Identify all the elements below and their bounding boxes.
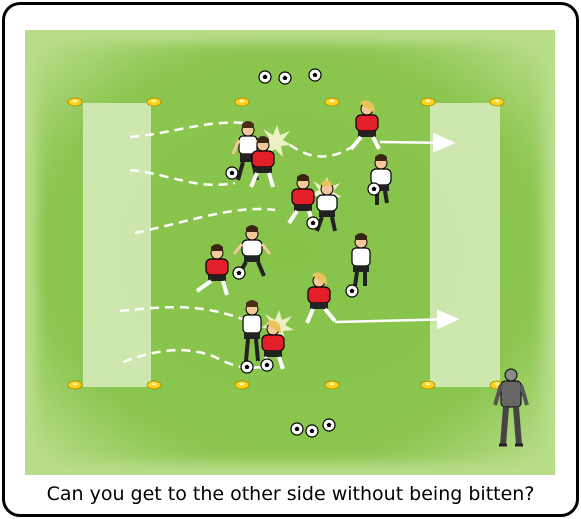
cone-icon bbox=[324, 97, 340, 107]
soccer-ball-icon bbox=[290, 422, 304, 436]
cone-icon bbox=[67, 380, 83, 390]
cone-icon bbox=[146, 97, 162, 107]
soccer-ball-icon bbox=[232, 266, 246, 280]
cone-icon bbox=[324, 380, 340, 390]
cone-icon bbox=[489, 97, 505, 107]
soccer-ball-icon bbox=[260, 358, 274, 372]
player-white-icon bbox=[315, 180, 338, 232]
left-zone bbox=[83, 103, 151, 387]
right-zone bbox=[430, 103, 500, 387]
cone-icon bbox=[234, 97, 250, 107]
soccer-ball-icon bbox=[225, 166, 239, 180]
cone-icon bbox=[420, 380, 436, 390]
player-red-icon bbox=[195, 244, 229, 296]
soccer-ball-icon bbox=[345, 284, 359, 298]
soccer-ball-icon bbox=[308, 68, 322, 82]
arrow-icon bbox=[334, 309, 460, 330]
soccer-ball-icon bbox=[322, 418, 336, 432]
player-red-icon bbox=[349, 100, 381, 151]
soccer-ball-icon bbox=[278, 71, 292, 85]
soccer-ball-icon bbox=[367, 182, 381, 196]
caption: Can you get to the other side without be… bbox=[46, 483, 535, 505]
cone-icon bbox=[67, 97, 83, 107]
soccer-ball-icon bbox=[306, 216, 320, 230]
cone-icon bbox=[146, 380, 162, 390]
player-white-icon bbox=[242, 300, 262, 362]
player-red-icon bbox=[287, 174, 315, 226]
coach-icon bbox=[493, 368, 529, 447]
soccer-ball-icon bbox=[240, 360, 254, 374]
cone-icon bbox=[234, 380, 250, 390]
soccer-ball-icon bbox=[305, 424, 319, 438]
cone-icon bbox=[420, 97, 436, 107]
arrow-icon bbox=[379, 132, 456, 153]
player-red-icon bbox=[249, 136, 275, 188]
pitch-illustration bbox=[25, 30, 555, 475]
player-red-icon bbox=[305, 272, 337, 324]
soccer-ball-icon bbox=[258, 70, 272, 84]
player-white-icon bbox=[351, 233, 371, 287]
player-white-icon bbox=[370, 154, 392, 205]
